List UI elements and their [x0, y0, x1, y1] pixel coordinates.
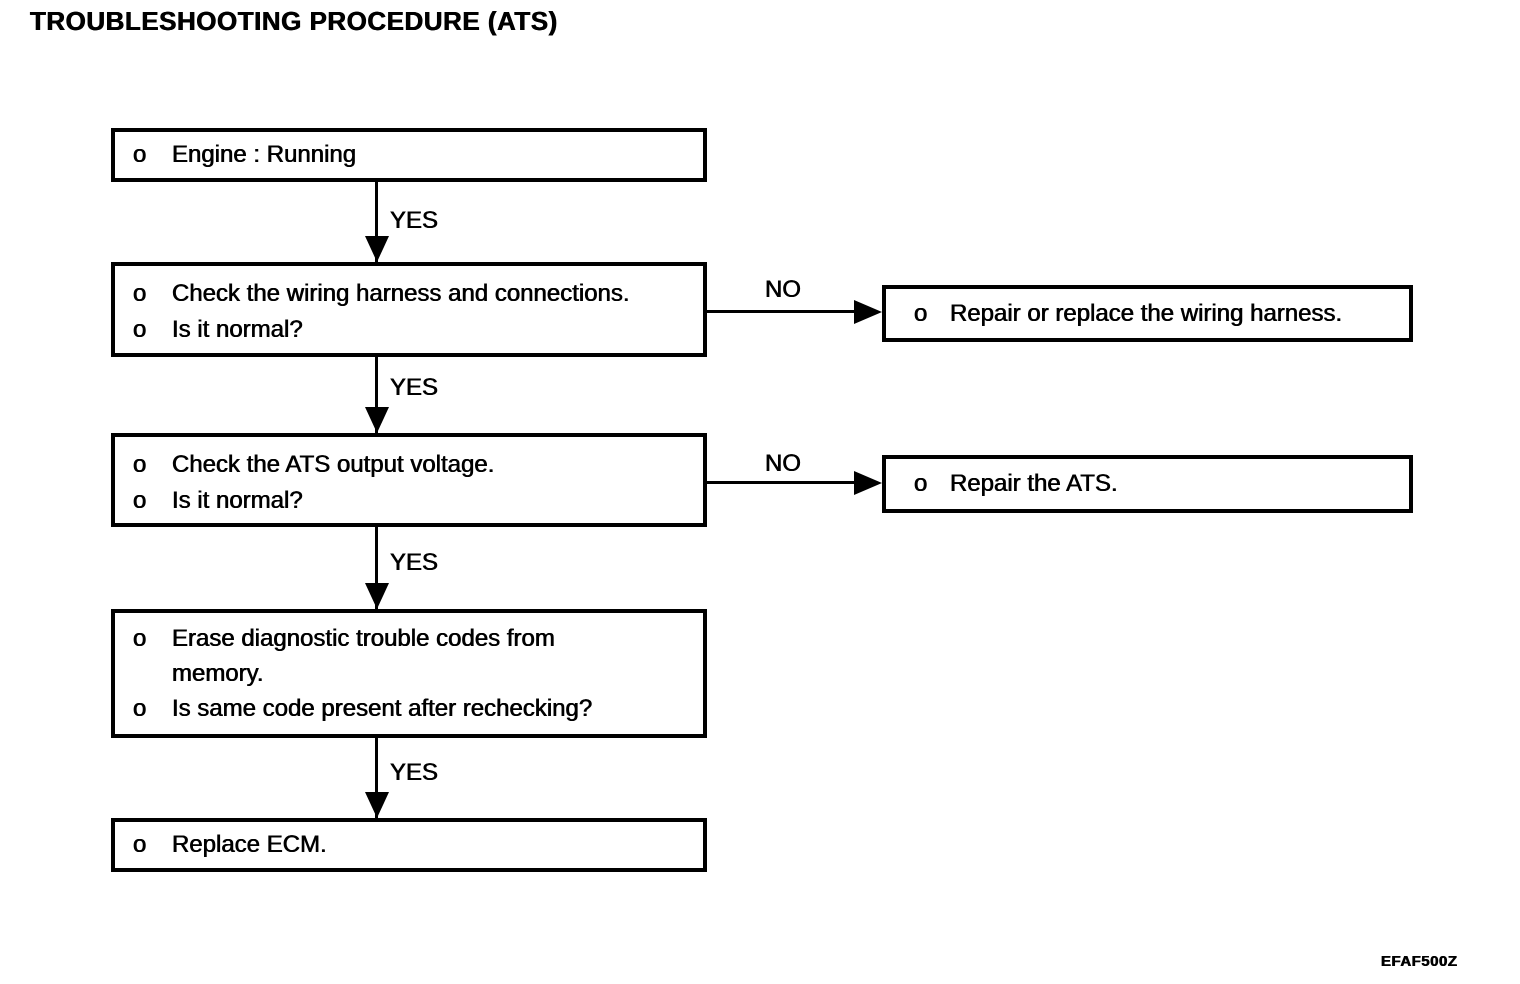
connector-line-yes-2	[375, 357, 378, 433]
bullet-marker: o	[133, 487, 147, 514]
edge-label-yes-1: YES	[390, 207, 439, 234]
action-box-repair-ats: o Repair the ATS.	[882, 455, 1413, 513]
step-text: memory.	[172, 660, 264, 687]
action-text: Repair the ATS.	[950, 470, 1118, 497]
step-line: o Is it normal?	[133, 312, 689, 348]
page-title: TROUBLESHOOTING PROCEDURE (ATS)	[30, 6, 558, 36]
bullet-marker: o	[133, 831, 147, 858]
step-text: Is it normal?	[172, 487, 303, 514]
connector-line-no-1	[707, 310, 857, 313]
arrowhead-down-icon	[365, 236, 389, 262]
step-line: o Check the ATS output voltage.	[133, 447, 689, 483]
edge-label-no-1: NO	[765, 276, 801, 303]
arrowhead-down-icon	[365, 792, 389, 818]
bullet-marker: o	[133, 625, 147, 652]
step-text: Check the ATS output voltage.	[172, 451, 495, 478]
step-line: o Is same code present after rechecking?	[133, 691, 689, 726]
step-text: Engine : Running	[172, 141, 357, 168]
connector-line-yes-4	[375, 738, 378, 818]
arrowhead-down-icon	[365, 407, 389, 433]
step-box-check-wiring-harness: o Check the wiring harness and connectio…	[111, 262, 707, 357]
step-line: o Erase diagnostic trouble codes from	[133, 621, 689, 656]
step-line: memory.	[133, 656, 689, 691]
bullet-marker: o	[133, 451, 147, 478]
bullet-marker: o	[914, 470, 928, 497]
connector-line-yes-1	[375, 182, 378, 262]
figure-code: EFAF500Z	[1381, 953, 1458, 970]
edge-label-yes-3: YES	[390, 549, 439, 576]
action-line: o Repair or replace the wiring harness.	[914, 296, 1342, 332]
step-line: o Is it normal?	[133, 483, 689, 519]
action-line: o Repair the ATS.	[914, 466, 1118, 502]
step-line: o Engine : Running	[133, 137, 356, 173]
step-box-engine-running: o Engine : Running	[111, 128, 707, 182]
step-box-replace-ecm: o Replace ECM.	[111, 818, 707, 872]
step-box-check-ats-output-voltage: o Check the ATS output voltage. o Is it …	[111, 433, 707, 527]
connector-line-yes-3	[375, 527, 378, 609]
bullet-marker: o	[133, 280, 147, 307]
arrowhead-down-icon	[365, 583, 389, 609]
step-text: Is same code present after rechecking?	[172, 695, 593, 722]
step-box-erase-diagnostic-codes: o Erase diagnostic trouble codes from me…	[111, 609, 707, 738]
connector-line-no-2	[707, 481, 857, 484]
bullet-marker: o	[914, 299, 928, 327]
edge-label-yes-2: YES	[390, 374, 439, 401]
bullet-marker: o	[133, 141, 147, 168]
edge-label-no-2: NO	[765, 450, 801, 477]
edge-label-yes-4: YES	[390, 759, 439, 786]
step-line: o Replace ECM.	[133, 827, 327, 863]
step-line: o Check the wiring harness and connectio…	[133, 276, 689, 312]
bullet-marker: o	[133, 695, 147, 722]
arrowhead-right-icon	[854, 471, 882, 495]
step-text: Replace ECM.	[172, 831, 327, 858]
action-box-repair-wiring-harness: o Repair or replace the wiring harness.	[882, 285, 1413, 342]
arrowhead-right-icon	[854, 300, 882, 324]
step-text: Is it normal?	[172, 316, 303, 343]
step-text: Check the wiring harness and connections…	[172, 280, 630, 307]
action-text: Repair or replace the wiring harness.	[950, 299, 1343, 327]
bullet-marker: o	[133, 316, 147, 343]
step-text: Erase diagnostic trouble codes from	[172, 625, 555, 652]
